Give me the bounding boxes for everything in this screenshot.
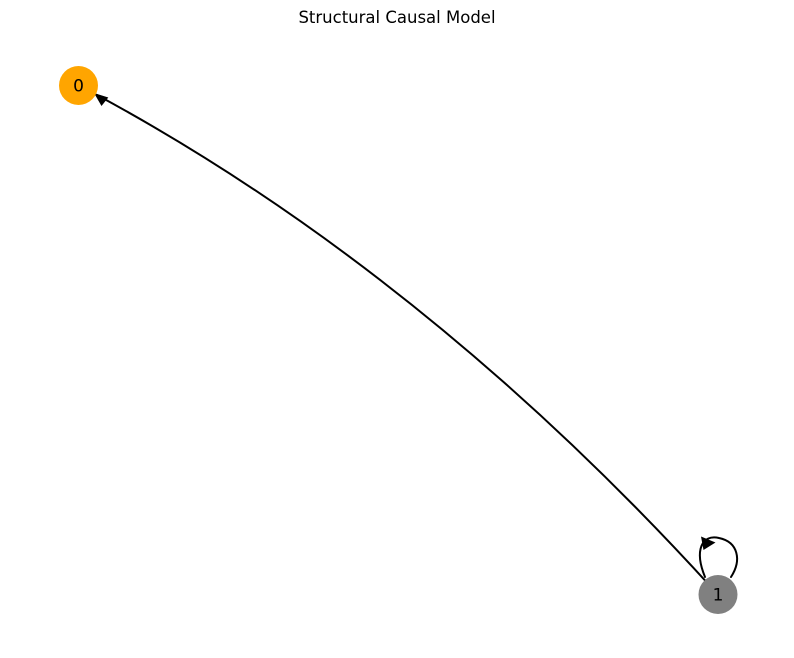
node-1 [698,575,738,614]
edge-1-to-0 [96,94,713,589]
node-0-label: 0 [73,77,84,97]
node-0 [59,66,98,105]
node-1-label: 1 [713,586,724,606]
arrowhead-self-loop-1 [701,536,716,550]
figure-title: Structural Causal Model [298,8,495,27]
arrowhead-edge-1-to-0 [94,93,109,106]
edge-1-self-loop [698,536,739,578]
